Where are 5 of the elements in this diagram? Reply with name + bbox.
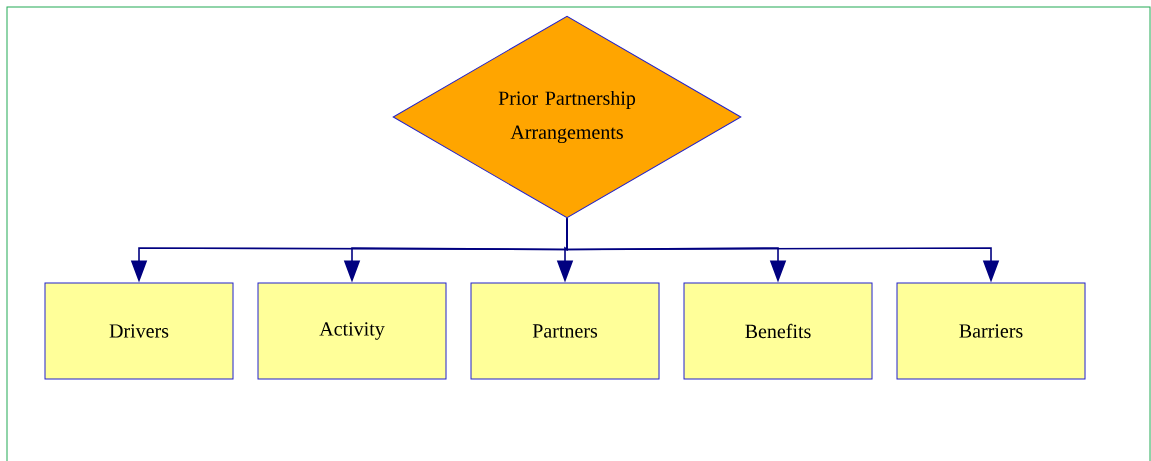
process-box: Drivers [44, 282, 234, 380]
process-box: Barriers [896, 282, 1086, 380]
process-box: Partners [470, 282, 660, 380]
process-box: Activity [257, 282, 447, 380]
process-box: Benefits [683, 282, 873, 380]
